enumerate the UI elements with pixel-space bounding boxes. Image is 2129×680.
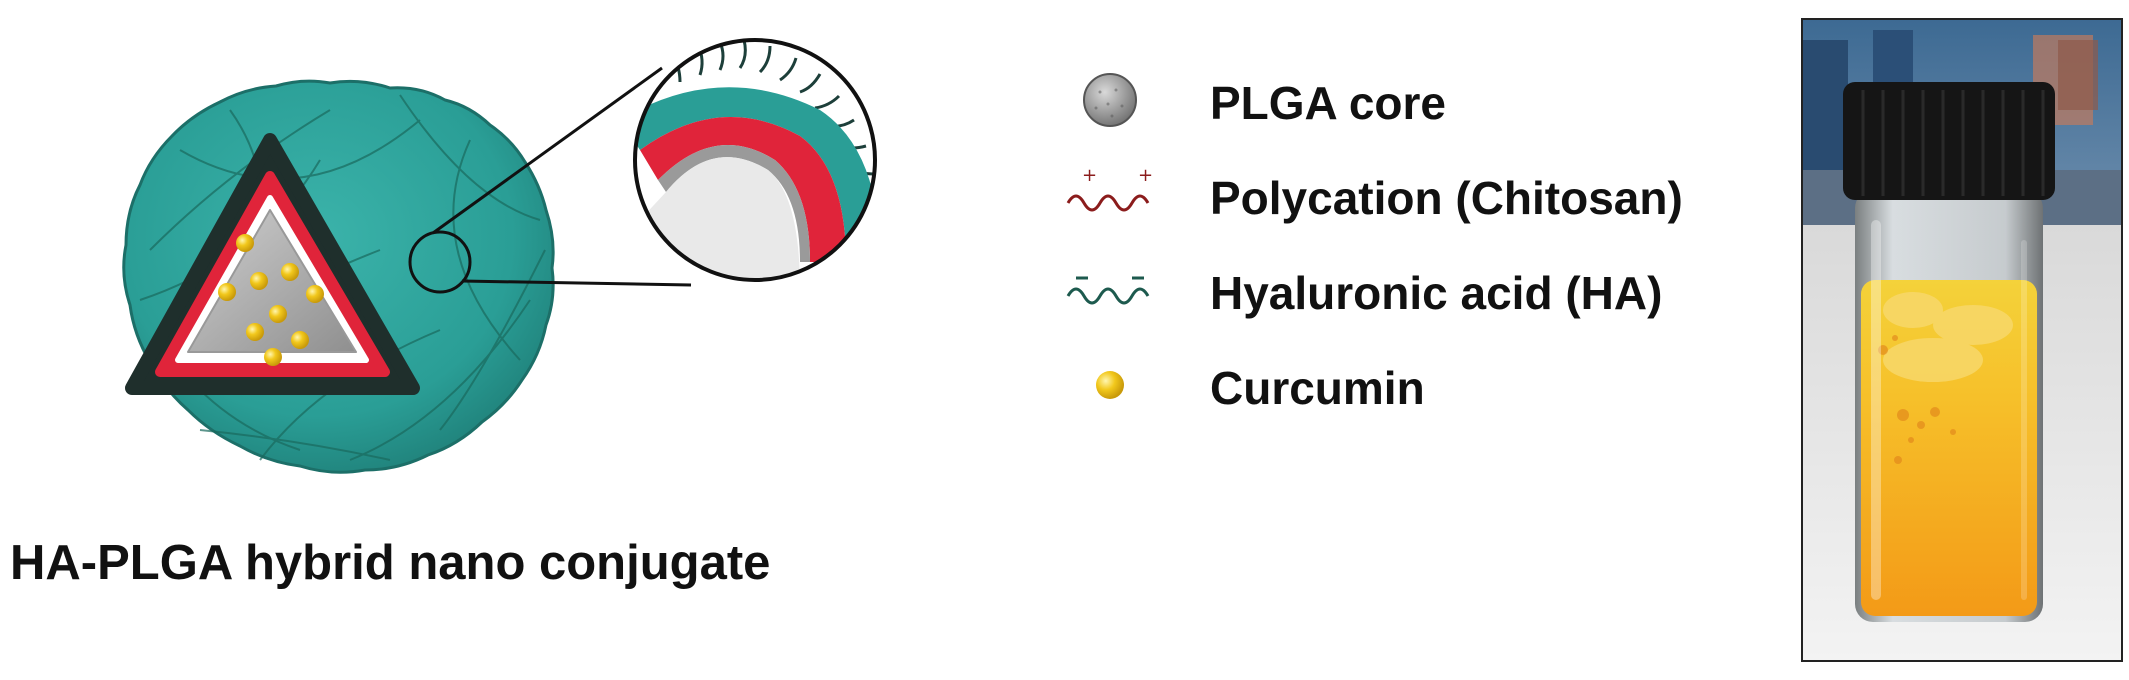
legend-item-hyaluronic-acid: Hyaluronic acid (HA) [1060, 250, 1740, 330]
nanoparticle-diagram [122, 38, 877, 474]
legend-label-plga-core: PLGA core [1210, 77, 1447, 129]
curcumin-ball [264, 348, 282, 366]
curcumin-ball [306, 285, 324, 303]
magnified-inset [633, 38, 877, 282]
curcumin-ball [269, 305, 287, 323]
nanoparticle-illustration: HA-PLGA hybrid nano conjugate [0, 0, 1000, 680]
zoom-source-circle [408, 230, 472, 294]
curcumin-ball [281, 263, 299, 281]
legend: PLGA core + + Polycation (Chitosan) Hyal… [1060, 60, 1760, 460]
zoom-lens-circle [633, 38, 877, 282]
figure-caption: HA-PLGA hybrid nano conjugate [10, 536, 771, 590]
legend-label-polycation: Polycation (Chitosan) [1210, 172, 1683, 224]
legend-item-polycation: + + Polycation (Chitosan) [1060, 155, 1740, 235]
vial-photo [1801, 18, 2123, 662]
layered-core-triangle [125, 133, 420, 395]
plga-core-icon [1083, 73, 1137, 127]
svg-text:+: + [1138, 165, 1153, 186]
curcumin-ball [246, 323, 264, 341]
legend-label-hyaluronic-acid: Hyaluronic acid (HA) [1210, 267, 1663, 319]
curcumin-ball [218, 283, 236, 301]
curcumin-ball [291, 331, 309, 349]
hyaluronic-acid-icon [1066, 276, 1150, 305]
curcumin-particles [218, 234, 324, 366]
polycation-chitosan-icon: + + [1066, 165, 1153, 212]
vial-photo-illustration [1803, 20, 2121, 660]
curcumin-ball [250, 272, 268, 290]
curcumin-ball [236, 234, 254, 252]
legend-item-curcumin: Curcumin [1060, 345, 1740, 425]
legend-label-curcumin: Curcumin [1210, 362, 1425, 414]
curcumin-icon [1096, 371, 1124, 399]
legend-item-plga-core: PLGA core [1060, 60, 1740, 140]
svg-text:+: + [1082, 165, 1097, 186]
zoom-indicator [408, 66, 692, 294]
